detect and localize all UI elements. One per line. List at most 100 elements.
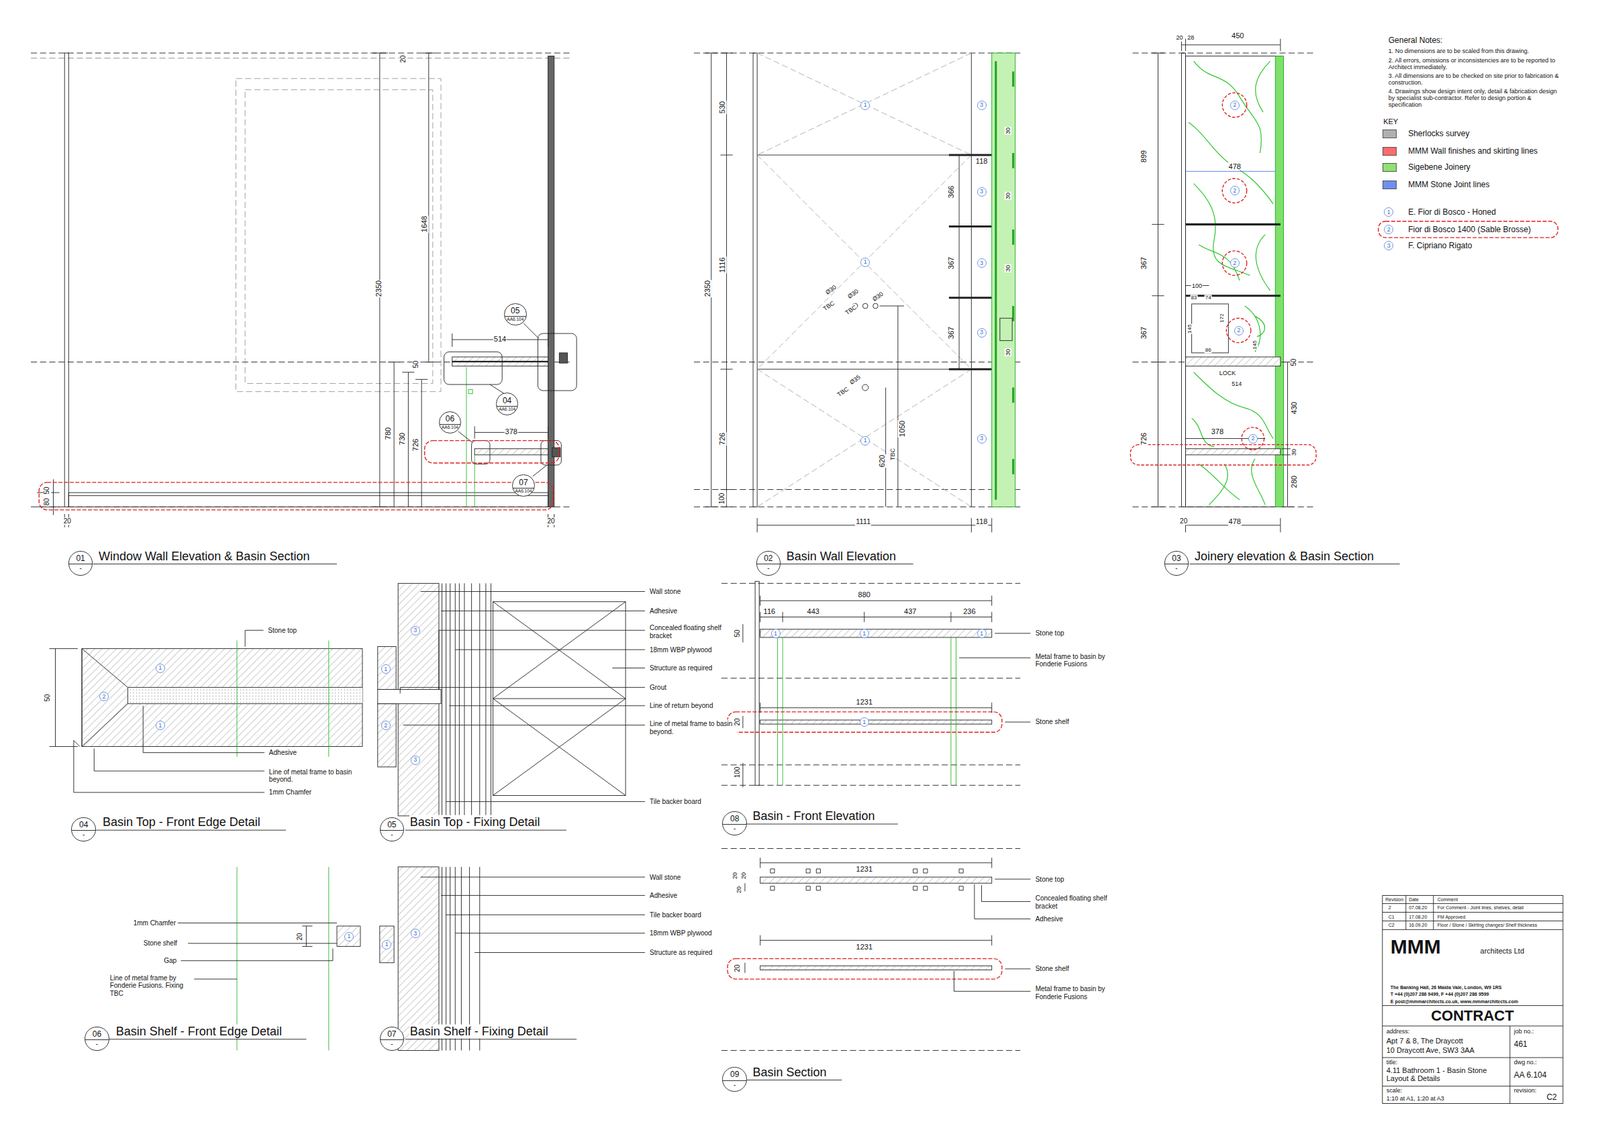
material-tag: 2: [381, 720, 391, 731]
joinery-elevation: [1185, 448, 1281, 456]
legend-cloud: [1378, 221, 1558, 238]
material-tag: 3: [1383, 240, 1394, 251]
window-wall-elevation: [458, 323, 547, 477]
dimension-text: 1648: [420, 215, 429, 233]
annotation: 1231: [855, 942, 874, 952]
basin-front-elevation: [760, 720, 992, 725]
basin-top-fixing-detail: [493, 602, 627, 796]
window-wall-elevation: [474, 448, 548, 456]
legend-text: Sherlocks survey: [1408, 128, 1470, 139]
annotation: 100: [1191, 282, 1203, 290]
dimension-text: 20: [731, 871, 739, 880]
basin-section: [953, 879, 1031, 992]
dimension-text: 20: [735, 885, 743, 894]
basin-top-front-edge-detail: [81, 648, 363, 747]
dimension-text: 50: [42, 486, 52, 496]
annotation: Adhesive: [268, 748, 298, 758]
annotation: Stone top: [1034, 629, 1066, 638]
sheet-reference: -: [1175, 564, 1178, 572]
legend-swatch: [1382, 146, 1397, 156]
annotation: AA 6.104: [1513, 1071, 1548, 1081]
basin-section: [721, 848, 1031, 1081]
annotation: 461: [1513, 1040, 1529, 1050]
annotation: Structure as required: [648, 948, 713, 958]
material-tag: 1: [859, 717, 870, 727]
legend-text: Fior di Bosco 1400 (Sable Brosse): [1408, 224, 1531, 235]
window-wall-elevation: [38, 482, 554, 511]
basin-top-fixing-detail: [377, 689, 441, 704]
material-tag: 1: [381, 940, 392, 950]
annotation: The Banking Hall, 26 Maida Vale, London,…: [1389, 985, 1503, 991]
window-wall-elevation: [244, 89, 433, 384]
view-number-bubble: 01-: [68, 551, 93, 576]
dimension-text: 367: [946, 325, 956, 339]
annotation: Line of metal frame to basin beyond.: [648, 720, 737, 736]
view-title: Basin - Front Elevation: [752, 809, 876, 824]
basin-top-fixing-detail: [442, 583, 492, 817]
joinery-elevation: [1185, 56, 1281, 508]
legend-row: E. Fior di Bosco - Honed: [1382, 207, 1496, 217]
annotation: General Notes:: [1387, 36, 1444, 46]
basin-front-elevation: [746, 824, 898, 825]
view-number-bubble: 02-: [756, 551, 781, 576]
legend-text: MMM Wall finishes and skirting lines: [1408, 146, 1538, 156]
basin-shelf-front-edge-detail: [236, 867, 329, 1052]
annotation: Stone shelf: [1034, 718, 1070, 727]
legend-text: MMM Stone Joint lines: [1408, 179, 1490, 190]
annotation: Metal frame to basin by Fonderie Fusions: [1034, 652, 1123, 668]
material-tag: 1: [860, 436, 870, 446]
annotation: Tile backer board: [648, 911, 703, 920]
dimension-text: 30: [1290, 448, 1298, 457]
material-tag: 1: [155, 663, 166, 674]
dimension-text: 726: [718, 432, 727, 446]
basin-shelf-fixing-detail: [397, 867, 439, 1052]
dimension-text: 899: [1139, 148, 1149, 163]
annotation: 478: [1228, 161, 1242, 171]
annotation: LOCK: [1218, 369, 1237, 377]
legend-row: MMM Wall finishes and skirting lines: [1382, 146, 1538, 156]
dimension-text: 30: [1004, 126, 1012, 135]
legend-row: MMM Stone Joint lines: [1382, 179, 1490, 190]
view-number: 05: [380, 820, 404, 831]
dimension-text: 20: [740, 871, 747, 880]
dimension-text: Ø30: [870, 290, 886, 304]
material-tag: 2: [1230, 258, 1240, 268]
window-wall-elevation: [444, 351, 503, 385]
annotation: Line of metal frame to basin beyond.: [268, 767, 362, 784]
title-block: [1382, 895, 1564, 1104]
window-wall-elevation: [424, 440, 560, 464]
dimension-text: TBC: [889, 447, 896, 462]
basin-wall-elevation: [948, 155, 995, 370]
annotation: address:: [1385, 1028, 1411, 1035]
annotation: 118: [975, 157, 989, 166]
joinery-elevation: [1222, 251, 1247, 276]
annotation: 20: [1175, 34, 1184, 41]
annotation: 514: [1230, 380, 1243, 388]
dimension-text: Ø30: [823, 283, 839, 296]
annotation: 07.08.20: [1408, 905, 1428, 911]
material-tag: 2: [1230, 100, 1240, 111]
dimension-text: 50: [44, 693, 53, 703]
window-wall-elevation: [468, 389, 473, 394]
joinery-elevation: [1226, 318, 1251, 343]
annotation: Line of metal frame by Fonderie Fusions.…: [109, 973, 193, 998]
basin-shelf-fixing-detail: [379, 867, 645, 1052]
window-wall-elevation: [537, 333, 577, 391]
annotation: 20: [1179, 517, 1188, 526]
dimension-text: 367: [1139, 256, 1149, 270]
window-wall-elevation: [471, 440, 490, 465]
callout-bubble: 04AA6.104: [495, 392, 519, 415]
basin-wall-elevation: [693, 53, 1021, 507]
dimension-text: 726: [1139, 432, 1149, 446]
legend-text: Sigebene Joinery: [1408, 162, 1471, 172]
view-number: 08: [722, 814, 746, 825]
basin-section: [760, 965, 992, 970]
annotation: 28: [1186, 34, 1195, 41]
basin-front-elevation: [755, 581, 760, 786]
legend-swatch: [1382, 180, 1397, 190]
view-number-bubble: 06-: [84, 1026, 109, 1052]
annotation: Stone top: [267, 626, 298, 635]
annotation: FM Approved: [1436, 914, 1467, 921]
